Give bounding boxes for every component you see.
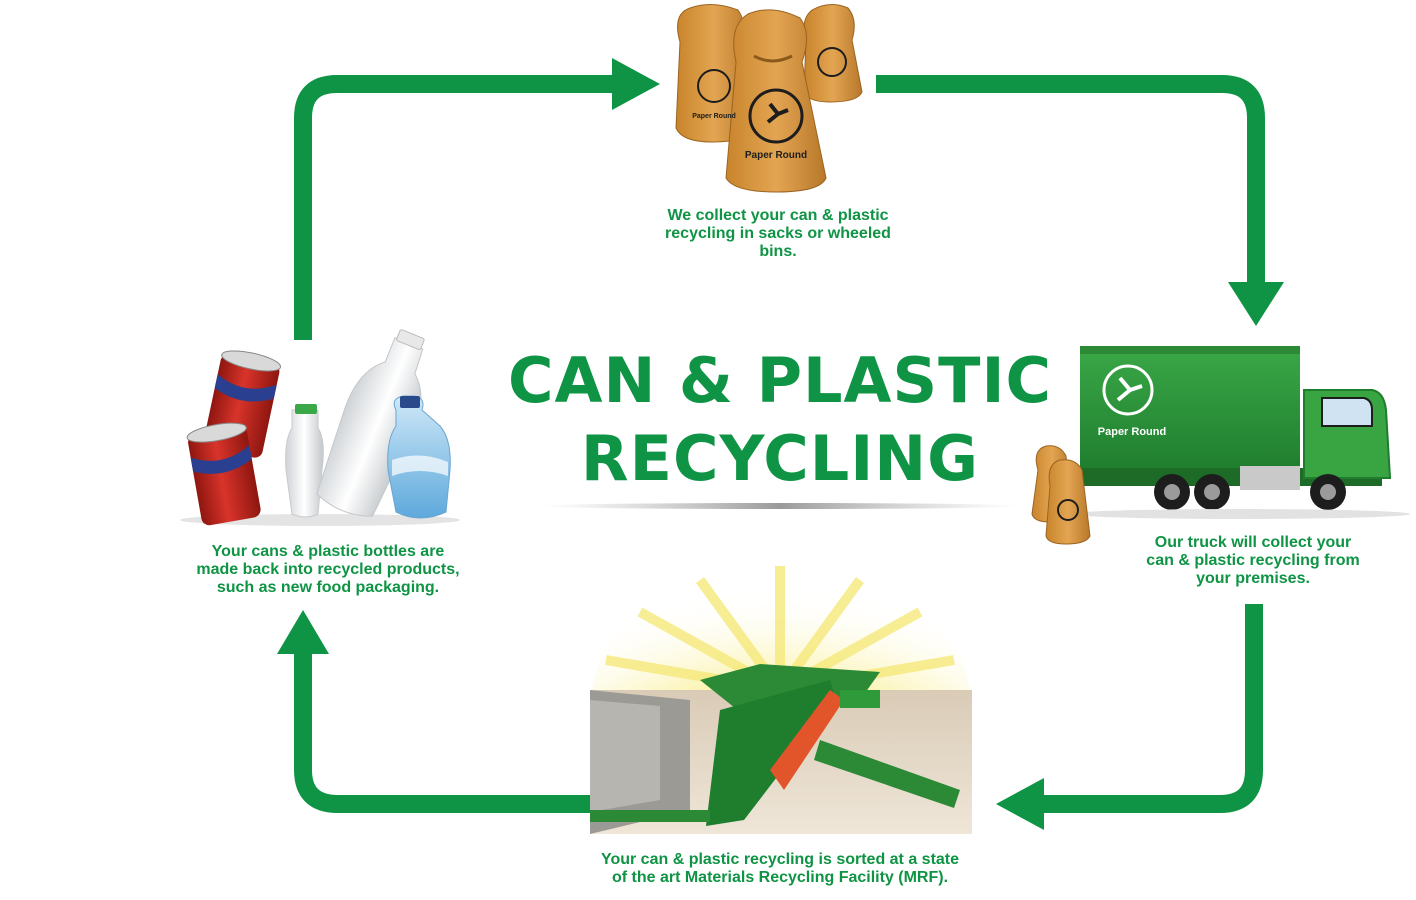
sack-brand-label: Paper Round	[745, 150, 807, 161]
sack-brand-label-small: Paper Round	[692, 113, 736, 120]
step-truck-caption: Our truck will collect your can & plasti…	[1146, 534, 1360, 587]
step-collect-caption: We collect your can & plastic recycling …	[665, 207, 891, 260]
step-sort-caption: Your can & plastic recycling is sorted a…	[600, 851, 960, 886]
step-reuse-caption: Your cans & plastic bottles are made bac…	[196, 543, 460, 596]
diagram-title: CAN & PLASTIC RECYCLING	[470, 342, 1090, 498]
title-shadow	[540, 503, 1020, 509]
title-line-2: RECYCLING	[580, 422, 980, 495]
sack-icon: Paper Round Paper Round	[675, 4, 863, 193]
title-line-1: CAN & PLASTIC	[507, 344, 1053, 417]
arrow-icon	[294, 75, 1265, 813]
facility-icon	[590, 560, 972, 834]
truck-icon: Paper Round	[1031, 346, 1410, 545]
cans-bottles-icon	[180, 329, 460, 526]
truck-brand-label: Paper Round	[1098, 426, 1166, 438]
arrow-head-icon	[277, 58, 1284, 830]
